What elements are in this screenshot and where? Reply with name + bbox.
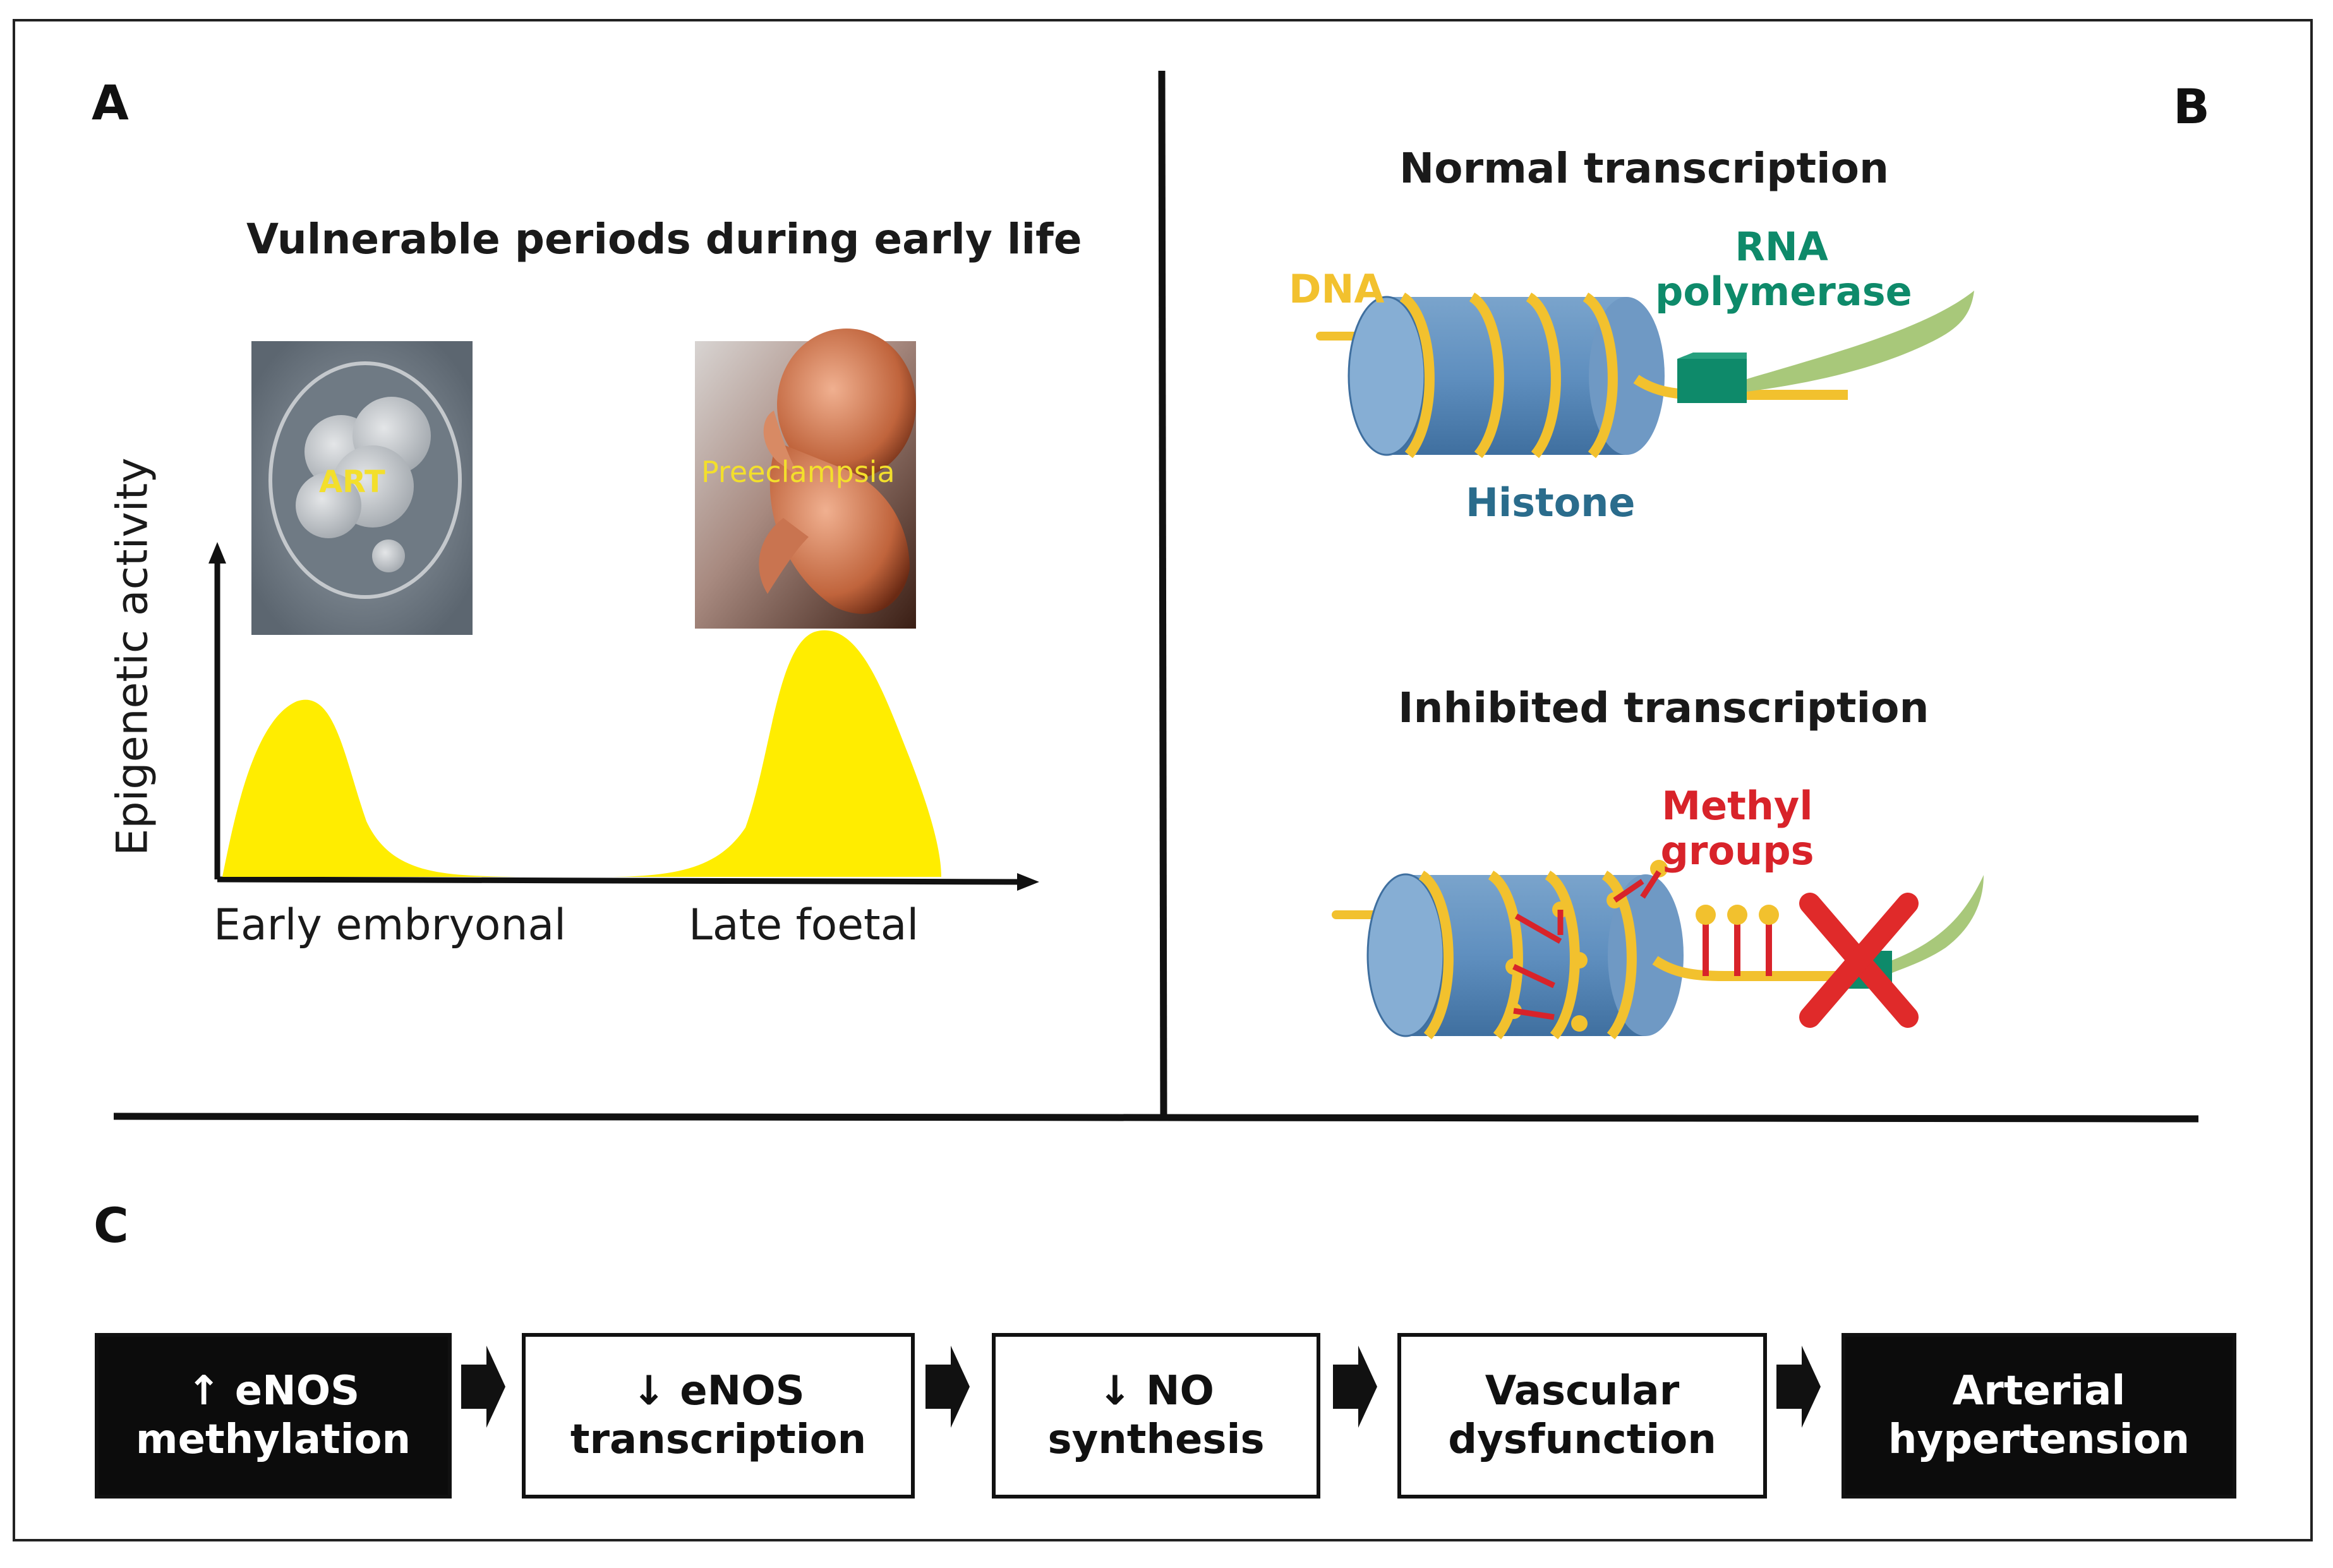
x-tick-late-foetal: Late foetal	[689, 900, 919, 950]
y-axis-label: Epigenetic activity	[107, 457, 158, 856]
inhibited-transcription-title: Inhibited transcription	[1398, 684, 1929, 732]
horizontal-divider	[113, 1113, 2199, 1123]
flow-step-enos-transcription: ↓ eNOS transcription	[522, 1333, 915, 1499]
panel-letter-c: C	[93, 1197, 129, 1253]
flow-step-arterial-hypertension: Arterial hypertension	[1842, 1333, 2236, 1499]
panel-a-title: Vulnerable periods during early life	[246, 215, 1082, 263]
flow-step-enos-methylation: ↑ eNOS methylation	[95, 1333, 452, 1499]
flow-arrow-1	[461, 1346, 505, 1428]
normal-transcription-title: Normal transcription	[1399, 144, 1889, 193]
x-tick-early-embryonal: Early embryonal	[214, 900, 567, 950]
flow-step-no-synthesis: ↓ NO synthesis	[992, 1333, 1320, 1499]
preeclampsia-photo-label: Preeclampsia	[701, 455, 895, 489]
histone-label: Histone	[1466, 479, 1636, 526]
inhibition-cross-icon	[1799, 893, 1919, 1028]
panel-letter-a: A	[92, 75, 129, 131]
panel-letter-b: B	[2173, 78, 2210, 135]
flow-step-vascular-dysfunction: Vascular dysfunction	[1397, 1333, 1767, 1499]
art-embryo-photo	[251, 341, 473, 635]
dna-label: DNA	[1289, 266, 1385, 312]
flow-arrow-3	[1333, 1346, 1377, 1428]
foetus-photo	[695, 329, 916, 629]
flow-arrow-2	[925, 1346, 970, 1428]
vertical-divider	[1158, 70, 1167, 1119]
flow-arrow-4	[1776, 1346, 1821, 1428]
figure-frame	[13, 19, 2313, 1541]
rna-polymerase-label: RNA polymerase	[1655, 224, 1912, 315]
x-axis-arrowhead	[1017, 873, 1039, 891]
normal-histone-diagram	[1316, 291, 1974, 459]
art-photo-label: ART	[319, 464, 385, 500]
y-axis-arrowhead	[208, 542, 226, 564]
inhibited-histone-diagram	[1332, 860, 1984, 1040]
x-axis	[217, 876, 1024, 885]
methyl-groups-label: Methyl groups	[1660, 783, 1814, 874]
epigenetic-activity-curve	[222, 630, 941, 877]
